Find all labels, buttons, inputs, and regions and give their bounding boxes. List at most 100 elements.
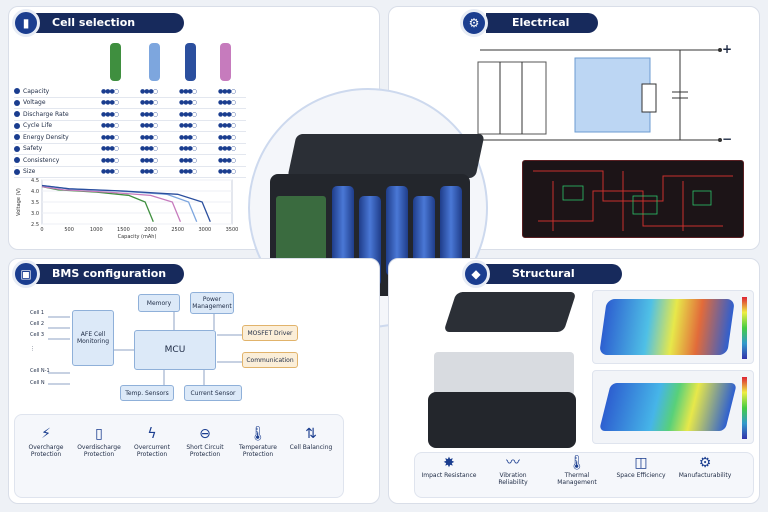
protection-item: ⇅Cell Balancing: [285, 424, 337, 451]
row-label: Voltage: [14, 99, 90, 106]
series-line: [41, 185, 154, 223]
mcu-block: MCU: [134, 330, 216, 370]
table-row: Size●●●○●●●○●●●○●●●○: [14, 167, 246, 178]
structural-item: 🌡Thermal Management: [548, 454, 606, 486]
row-label: Capacity: [14, 88, 90, 95]
cell-light-blue: [149, 43, 160, 81]
structural-header: Structural optimization: [486, 264, 622, 300]
minus-terminal: −: [722, 132, 733, 146]
protection-label: Cell Balancing: [289, 444, 333, 451]
row-label-text: Cycle Life: [23, 122, 53, 130]
pack-cell: [386, 186, 408, 276]
cell-comparison-table: Capacity ●●●○ ●●●○ ●●●○ ●●●○ Voltage ●●●○ ●●●○ ●…: [14, 86, 246, 178]
cell-label: Cell 1: [30, 310, 45, 316]
battery-icon: ▮: [12, 9, 40, 37]
pcb-layout: [522, 160, 744, 238]
x-tick-label: 1500: [117, 227, 130, 233]
x-tick-label: 3500: [226, 227, 239, 233]
structural-item: ✸Impact Resistance: [420, 454, 478, 479]
table-row: Safety●●●○●●●○●●●○●●●○: [14, 144, 246, 155]
x-tick-label: 1000: [90, 227, 103, 233]
rating-cell: ●●●○: [179, 99, 197, 107]
rating-cell: ●●●○: [140, 168, 158, 176]
series-line: [41, 184, 211, 223]
cell-label: Cell 3: [30, 332, 45, 338]
x-tick-label: 0: [40, 227, 43, 233]
rating-cell: ●●●○: [101, 122, 119, 130]
protection-item: ▯ Overdischarge Protection: [73, 424, 125, 458]
cell-label: Cell N-1: [30, 368, 50, 374]
property-icon: [14, 168, 20, 175]
pack-cell: [440, 186, 462, 276]
protection-strip: [14, 414, 344, 498]
property-icon: [14, 88, 20, 95]
series-line: [41, 185, 182, 223]
structural-icon: ◫: [634, 455, 648, 471]
cube-icon: ◆: [462, 260, 490, 288]
protection-item: ⚡Overcharge Protection: [20, 424, 72, 458]
structural-item: 〰Vibration Reliability: [484, 454, 542, 486]
electrical-design-header: Electrical design: [486, 13, 598, 49]
rating-cell: ●●●○: [179, 110, 197, 118]
structural-label: Vibration Reliability: [498, 472, 528, 486]
rating-cell: ●●●○: [101, 168, 119, 176]
communication-block: Communication: [242, 352, 298, 368]
protection-label: Overdischarge Protection: [77, 444, 121, 458]
row-label-text: Discharge Rate: [23, 110, 69, 118]
structural-item: ◫Space Efficiency: [612, 454, 670, 479]
protection-icon: 🌡: [249, 426, 267, 442]
row-label: Cycle Life: [14, 122, 90, 129]
table-row: Consistency●●●○●●●○●●●○●●●○: [14, 155, 246, 167]
table-row: Cycle Life●●●○●●●○●●●○●●●○: [14, 121, 246, 132]
protection-icon: ⊖: [199, 426, 211, 442]
x-tick-label: 3000: [198, 227, 211, 233]
rating-cell: ●●●○: [140, 156, 158, 164]
protection-icon: ϟ: [147, 426, 157, 442]
temp-sensors-block: Temp. Sensors: [120, 385, 174, 401]
table-row: Discharge Rate●●●○●●●○●●●○●●●○: [14, 109, 246, 121]
x-tick-label: 2000: [144, 227, 157, 233]
property-icon: [14, 145, 20, 152]
property-icon: [14, 122, 20, 129]
row-label-text: Consistency: [23, 156, 60, 164]
row-label: Safety: [14, 145, 90, 152]
row-label: Size: [14, 168, 90, 175]
row-label: Energy Density: [14, 134, 90, 141]
structural-label: Manufacturability: [678, 472, 732, 479]
protection-label: Overcharge Protection: [28, 444, 64, 458]
rating-cell: ●●●○: [140, 87, 158, 95]
rating-cell: ●●●○: [179, 133, 197, 141]
fea-bottom: [592, 370, 754, 444]
rating-cell: ●●●○: [101, 87, 119, 95]
cell-label: ⋮: [30, 346, 35, 352]
rating-cell: ●●●○: [140, 99, 158, 107]
property-icon: [14, 134, 20, 141]
protection-icon: ▯: [95, 426, 103, 442]
mosfet-driver-block: MOSFET Driver: [242, 325, 298, 341]
structural-label: Impact Resistance: [421, 472, 477, 479]
rating-cell: ●●●○: [218, 110, 236, 118]
rating-cell: ●●●○: [101, 145, 119, 153]
y-tick-label: 2.5: [31, 222, 39, 228]
circuit-icon: ⚙: [460, 9, 488, 37]
cell-pink: [220, 43, 231, 81]
afe-block: AFE Cell Monitoring: [72, 310, 114, 366]
protection-label: Short Circuit Protection: [186, 444, 224, 458]
cell-dark-blue: [185, 43, 196, 81]
rating-cell: ●●●○: [101, 99, 119, 107]
rating-cell: ●●●○: [179, 122, 197, 130]
rating-cell: ●●●○: [101, 156, 119, 164]
table-row: Voltage ●●●○ ●●●○ ●●●○ ●●●○: [14, 98, 246, 109]
rating-cell: ●●●○: [140, 122, 158, 130]
structural-icon: ✸: [443, 455, 455, 471]
row-label-text: Size: [23, 168, 36, 176]
protection-item: 🌡Temperature Protection: [232, 424, 284, 458]
rating-cell: ●●●○: [218, 87, 236, 95]
structural-icon: 〰: [506, 455, 520, 471]
property-icon: [14, 99, 20, 106]
rating-cell: ●●●○: [218, 99, 236, 107]
structural-strip: [414, 452, 754, 498]
